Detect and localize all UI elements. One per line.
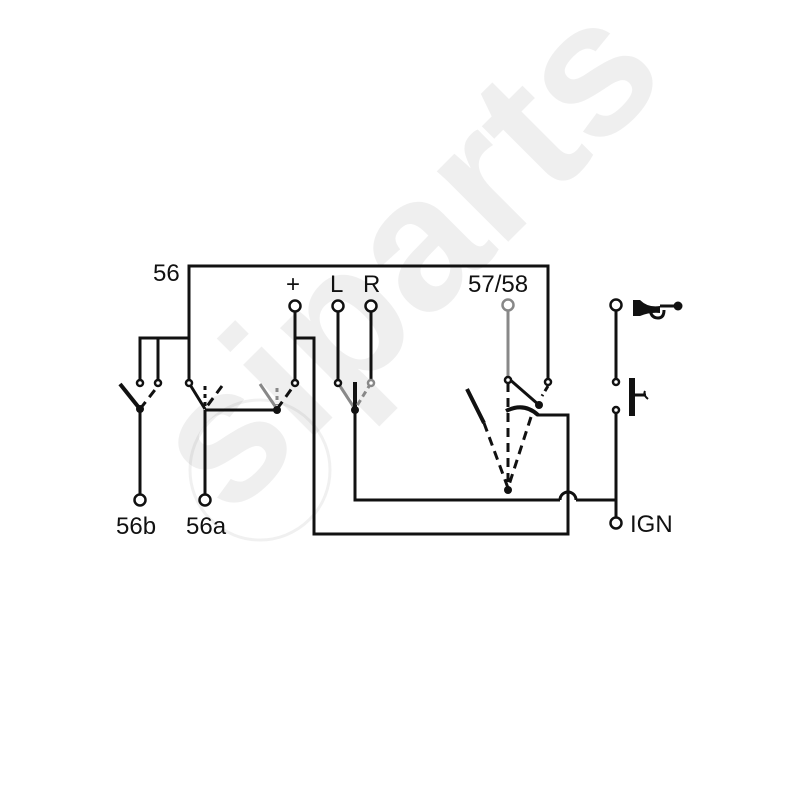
switch-56b — [118, 382, 160, 413]
label-56a: 56a — [186, 513, 227, 540]
label-L: L — [330, 271, 343, 298]
label-ign: IGN — [630, 511, 673, 538]
switch-plus — [258, 383, 297, 414]
switch-57-58 — [465, 376, 550, 494]
label-57-58: 57/58 — [468, 271, 528, 298]
watermark: siparts — [109, 0, 699, 549]
label-R: R — [363, 271, 380, 298]
switch-lr — [336, 382, 373, 414]
horn-icon — [633, 300, 683, 320]
label-plus: + — [286, 271, 300, 298]
switch-56a — [187, 382, 224, 410]
label-56: 56 — [153, 260, 180, 287]
pushbutton-icon — [629, 378, 649, 416]
terminals — [133, 298, 623, 530]
svg-text:siparts: siparts — [109, 0, 699, 549]
label-56b: 56b — [116, 513, 156, 540]
wires — [138, 264, 618, 536]
